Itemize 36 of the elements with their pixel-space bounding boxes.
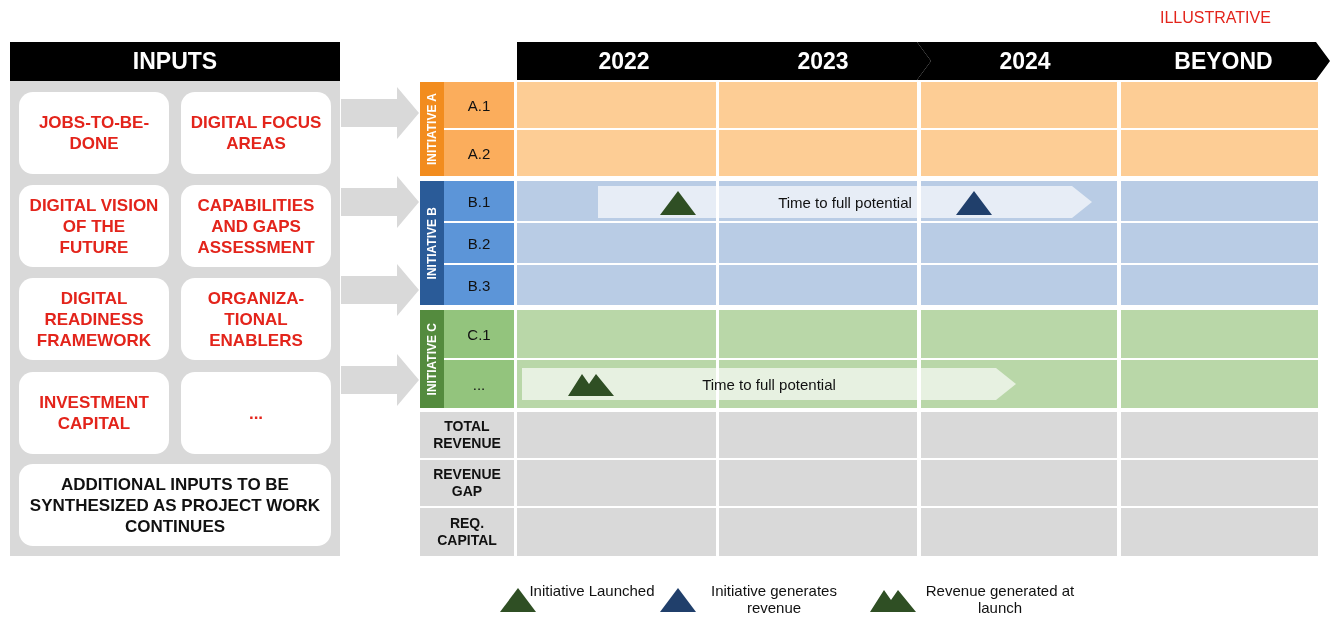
row-label: REVENUE GAP bbox=[420, 460, 514, 506]
year-header: 2022 bbox=[517, 42, 731, 80]
legend-text: Initiative Launched bbox=[528, 582, 656, 599]
legend-text: Revenue generated at launch bbox=[924, 582, 1076, 616]
panel-heading: INPUTS bbox=[10, 42, 340, 81]
row-label: B.2 bbox=[444, 223, 514, 263]
initiative-band: INITIATIVE A bbox=[420, 82, 444, 176]
block-arrow bbox=[341, 264, 419, 316]
initiative-band: INITIATIVE C bbox=[420, 310, 444, 408]
row-label: B.3 bbox=[444, 265, 514, 305]
row-label: A.2 bbox=[444, 130, 514, 176]
year-header: 2023 bbox=[715, 42, 931, 80]
row-label: TOTAL REVENUE bbox=[420, 412, 514, 458]
row-label: ... bbox=[444, 360, 514, 408]
block-arrow bbox=[341, 87, 419, 139]
input-card: CAPABILITIES AND GAPS ASSESSMENT bbox=[181, 185, 331, 267]
legend-text: Initiative generates revenue bbox=[710, 582, 838, 616]
illustrative-note: ILLUSTRATIVE bbox=[1160, 9, 1271, 27]
block-arrow bbox=[341, 176, 419, 228]
input-card: DIGITAL VISION OF THE FUTURE bbox=[19, 185, 169, 267]
inputs-panel bbox=[10, 42, 340, 556]
block-arrow bbox=[341, 354, 419, 406]
input-card: INVESTMENT CAPITAL bbox=[19, 372, 169, 454]
row-label: C.1 bbox=[444, 310, 514, 358]
input-card: ORGANIZA-TIONAL ENABLERS bbox=[181, 278, 331, 360]
input-card: DIGITAL FOCUS AREAS bbox=[181, 92, 331, 174]
input-card: ... bbox=[181, 372, 331, 454]
initiative-band: INITIATIVE B bbox=[420, 181, 444, 305]
row-label: REQ. CAPITAL bbox=[420, 508, 514, 556]
row-label: B.1 bbox=[444, 181, 514, 221]
input-card: DIGITAL READINESS FRAMEWORK bbox=[19, 278, 169, 360]
row-label: A.1 bbox=[444, 82, 514, 128]
year-header: BEYOND bbox=[1117, 42, 1330, 80]
input-card: JOBS-TO-BE-DONE bbox=[19, 92, 169, 174]
year-header: 2024 bbox=[917, 42, 1133, 80]
input-card: ADDITIONAL INPUTS TO BE SYNTHESIZED AS PROJECT WORK CONTINUES bbox=[19, 464, 331, 546]
